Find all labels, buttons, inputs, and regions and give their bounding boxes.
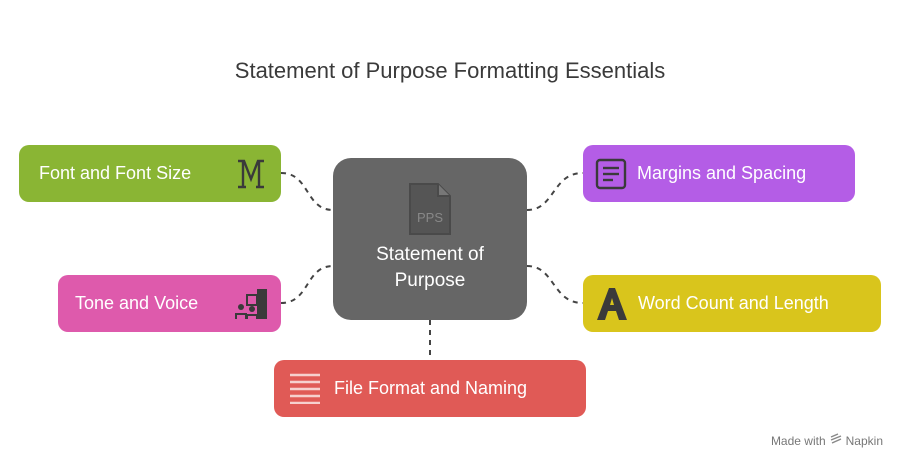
tone-people-icon xyxy=(233,287,269,321)
document-icon: PPS xyxy=(408,182,452,241)
document-lines-icon xyxy=(595,158,627,190)
node-label: Tone and Voice xyxy=(75,293,199,313)
text-lines-icon xyxy=(288,372,322,404)
node-label: Word Count and Length xyxy=(638,293,829,313)
connector-margins xyxy=(526,172,584,211)
node-label: File Format and Naming xyxy=(334,378,528,398)
node-label: Font and Font Size xyxy=(39,163,192,183)
footer-credit[interactable]: Made with Napkin xyxy=(771,433,883,448)
node-margins-and-spacing[interactable]: Margins and Spacing xyxy=(583,145,855,202)
connector-font xyxy=(280,172,334,211)
connector-wordcount xyxy=(526,265,584,304)
connector-tone xyxy=(280,265,334,304)
napkin-logo-icon xyxy=(830,433,842,448)
font-m-icon xyxy=(235,157,267,191)
node-label: Margins and Spacing xyxy=(637,163,807,183)
node-tone-and-voice[interactable]: Tone and Voice xyxy=(58,275,281,332)
center-node: PPS Statement of Purpose xyxy=(333,158,527,320)
center-label: Statement of Purpose xyxy=(333,242,527,294)
diagram-title: Statement of Purpose Formatting Essentia… xyxy=(234,58,666,83)
center-label-line2: Purpose xyxy=(394,270,466,291)
footer-text: Made with xyxy=(770,433,826,448)
node-file-format-and-naming[interactable]: File Format and Naming xyxy=(274,360,586,417)
node-font-and-font-size[interactable]: Font and Font Size xyxy=(19,145,281,202)
center-label-line1: Statement of xyxy=(376,244,484,265)
doc-text: PPS xyxy=(417,210,443,225)
footer-brand: Napkin xyxy=(845,433,883,448)
node-word-count-and-length[interactable]: Word Count and Length xyxy=(583,275,881,332)
letter-a-icon xyxy=(595,286,629,322)
